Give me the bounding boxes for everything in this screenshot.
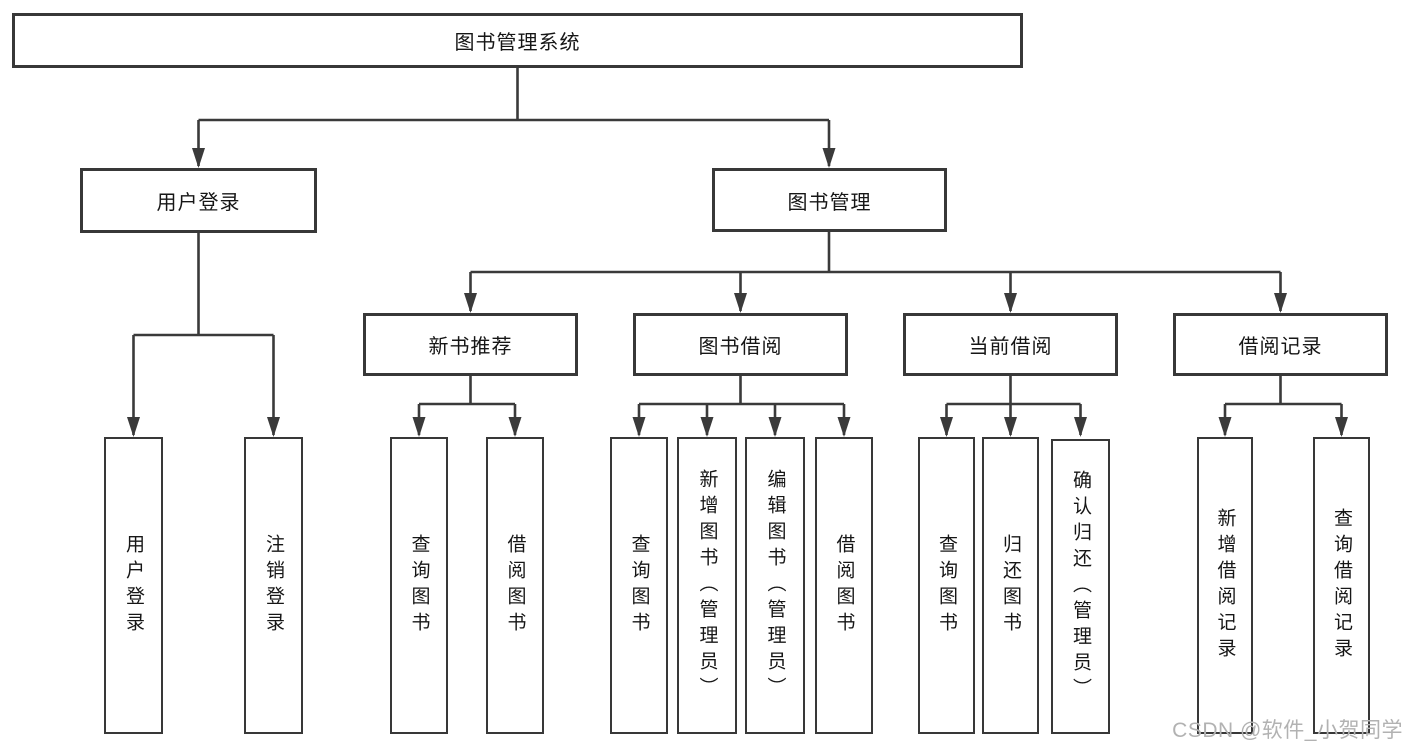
- csdn-watermark: CSDN @软件_小贺同学: [1172, 719, 1403, 742]
- node-borrow-books-recommend: 借阅图书: [486, 437, 544, 734]
- node-query-borrow-record: 查询借阅记录: [1313, 437, 1370, 734]
- node-borrow-books: 借阅图书: [815, 437, 873, 734]
- node-return-books: 归还图书: [982, 437, 1039, 734]
- node-query-books-borrow: 查询图书: [610, 437, 668, 734]
- node-new-book-recommend: 新书推荐: [363, 313, 578, 376]
- node-logout: 注销登录: [244, 437, 303, 734]
- node-current-borrow: 当前借阅: [903, 313, 1118, 376]
- node-library-system: 图书管理系统: [12, 13, 1023, 68]
- node-borrow-records: 借阅记录: [1173, 313, 1388, 376]
- node-book-borrow: 图书借阅: [633, 313, 848, 376]
- node-user-login-action: 用户登录: [104, 437, 163, 734]
- node-edit-book-admin: 编辑图书（管理员）: [745, 437, 805, 734]
- node-book-management: 图书管理: [712, 168, 947, 232]
- node-add-book-admin: 新增图书（管理员）: [677, 437, 737, 734]
- node-user-login: 用户登录: [80, 168, 317, 233]
- node-query-books-recommend: 查询图书: [390, 437, 448, 734]
- node-add-borrow-record: 新增借阅记录: [1197, 437, 1253, 734]
- node-confirm-return-admin: 确认归还（管理员）: [1051, 439, 1110, 734]
- node-query-books-current: 查询图书: [918, 437, 975, 734]
